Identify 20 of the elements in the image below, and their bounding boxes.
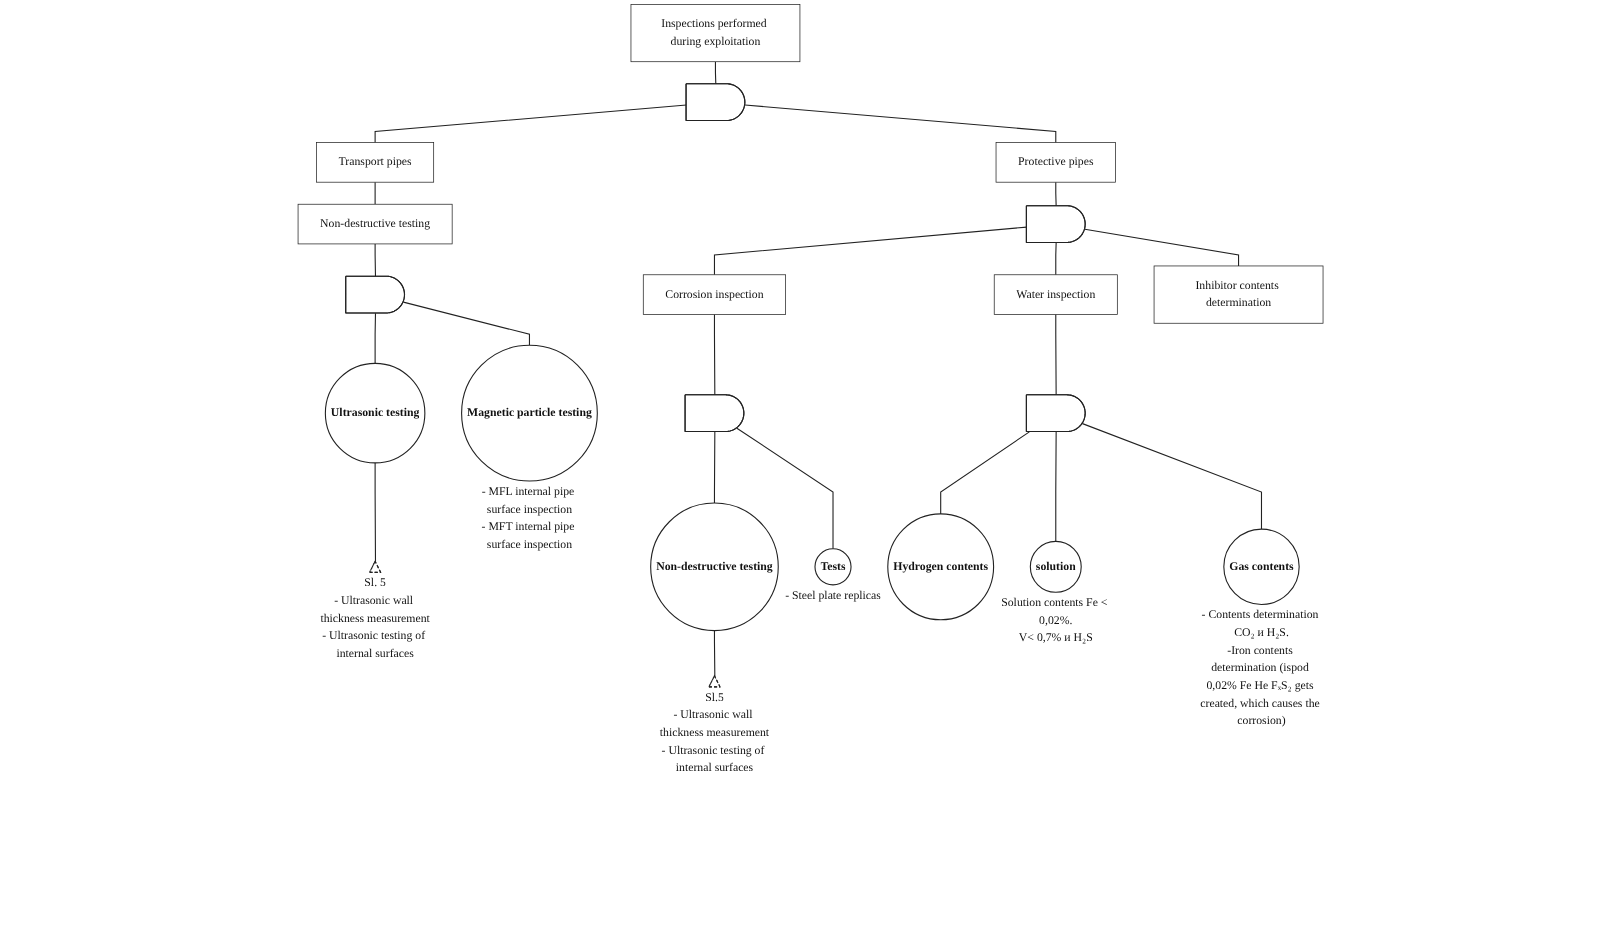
connector [1055, 242, 1057, 276]
connector [736, 427, 834, 550]
connector [1055, 313, 1057, 396]
connector [374, 243, 377, 278]
connector [1081, 423, 1263, 530]
connector [374, 312, 377, 364]
connector [1055, 181, 1057, 207]
connector [744, 104, 1057, 144]
connector [374, 181, 376, 205]
connector [1055, 431, 1057, 542]
connector [713, 431, 716, 504]
connector [1084, 228, 1240, 267]
connector [940, 431, 1030, 515]
connector [713, 226, 1028, 276]
connector [713, 630, 716, 677]
connector [402, 301, 530, 346]
connector [374, 462, 377, 563]
connector [374, 104, 687, 144]
connector [714, 61, 717, 85]
connector [713, 313, 716, 396]
